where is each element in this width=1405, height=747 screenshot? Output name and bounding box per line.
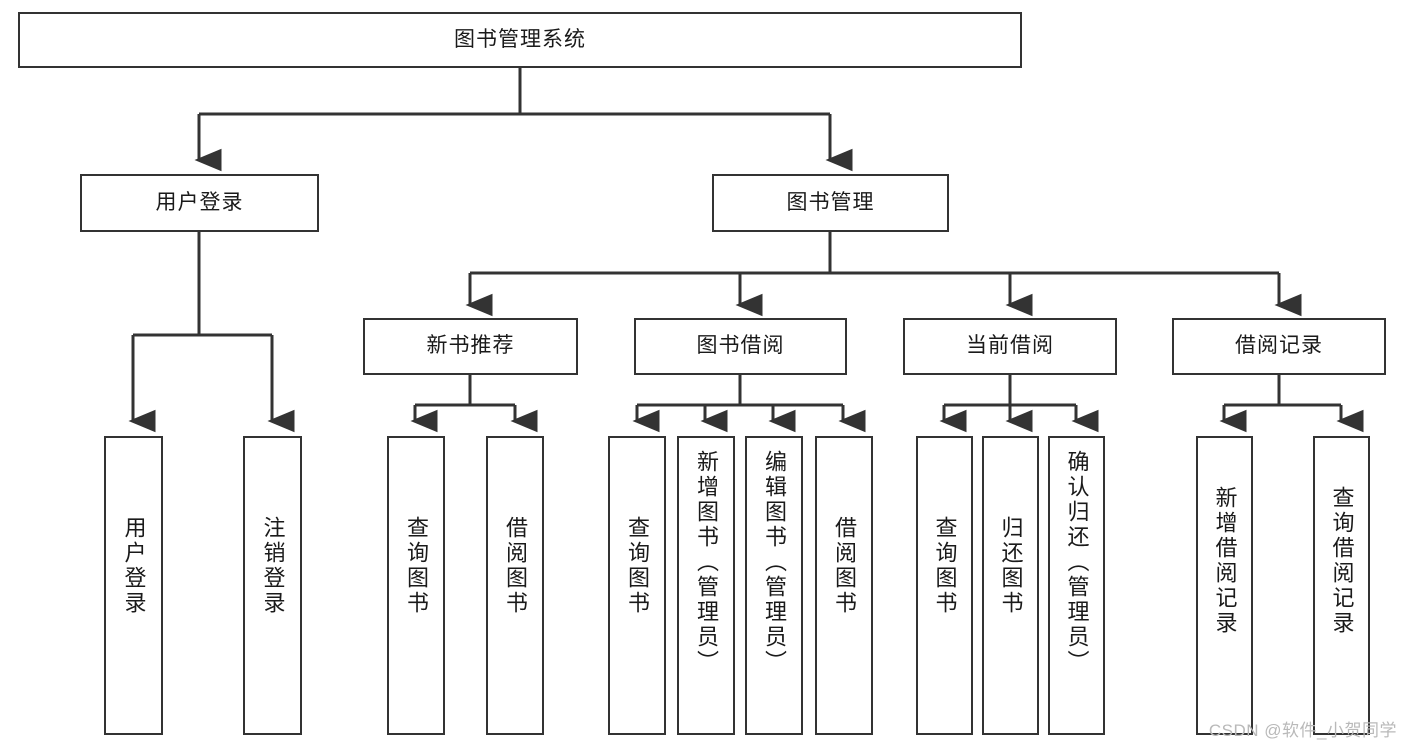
leaf-label: 新增借阅记录 [1212, 486, 1238, 636]
leaf-return-book[interactable]: 归还图书 [982, 436, 1039, 735]
leaf-user-login[interactable]: 用户登录 [104, 436, 163, 735]
leaf-logout-login[interactable]: 注销登录 [243, 436, 302, 735]
node-user-login[interactable]: 用户登录 [80, 174, 319, 232]
leaf-query-borrow-record[interactable]: 查询借阅记录 [1313, 436, 1370, 735]
leaf-borrow-book-recommend[interactable]: 借阅图书 [486, 436, 544, 735]
leaf-add-borrow-record[interactable]: 新增借阅记录 [1196, 436, 1253, 735]
leaf-label: 借阅图书 [502, 516, 528, 616]
leaf-query-book-current[interactable]: 查询图书 [916, 436, 973, 735]
leaf-add-book-admin[interactable]: 新增图书（管理员） [677, 436, 735, 735]
node-root-book-management-system[interactable]: 图书管理系统 [18, 12, 1022, 68]
node-label: 新书推荐 [426, 334, 515, 358]
node-label: 借阅记录 [1235, 334, 1323, 358]
leaf-label: 查询借阅记录 [1329, 486, 1355, 636]
leaf-label: 查询图书 [403, 516, 429, 616]
leaf-label: 借阅图书 [831, 516, 857, 616]
leaf-label: 新增图书（管理员） [693, 450, 719, 675]
node-borrow-record[interactable]: 借阅记录 [1172, 318, 1386, 375]
node-new-book-recommend[interactable]: 新书推荐 [363, 318, 578, 375]
leaf-label: 查询图书 [932, 516, 958, 616]
leaf-query-book-recommend[interactable]: 查询图书 [387, 436, 445, 735]
node-book-management[interactable]: 图书管理 [712, 174, 949, 232]
leaf-label: 编辑图书（管理员） [761, 450, 787, 675]
leaf-label: 确认归还（管理员） [1064, 450, 1090, 675]
node-label: 图书管理系统 [454, 27, 586, 51]
node-book-borrow[interactable]: 图书借阅 [634, 318, 847, 375]
node-label: 图书管理 [786, 190, 875, 214]
leaf-label: 归还图书 [998, 516, 1024, 616]
leaf-edit-book-admin[interactable]: 编辑图书（管理员） [745, 436, 803, 735]
leaf-label: 注销登录 [260, 516, 286, 616]
leaf-label: 查询图书 [624, 516, 650, 616]
watermark-text: CSDN @软件_小贺同学 [1208, 721, 1397, 740]
leaf-borrow-book-borrow[interactable]: 借阅图书 [815, 436, 873, 735]
leaf-query-book-borrow[interactable]: 查询图书 [608, 436, 666, 735]
leaf-label: 用户登录 [121, 516, 147, 616]
node-label: 图书借阅 [696, 334, 785, 358]
node-current-borrow[interactable]: 当前借阅 [903, 318, 1117, 375]
leaf-confirm-return-admin[interactable]: 确认归还（管理员） [1048, 436, 1105, 735]
node-label: 用户登录 [155, 190, 244, 214]
node-label: 当前借阅 [966, 334, 1054, 358]
